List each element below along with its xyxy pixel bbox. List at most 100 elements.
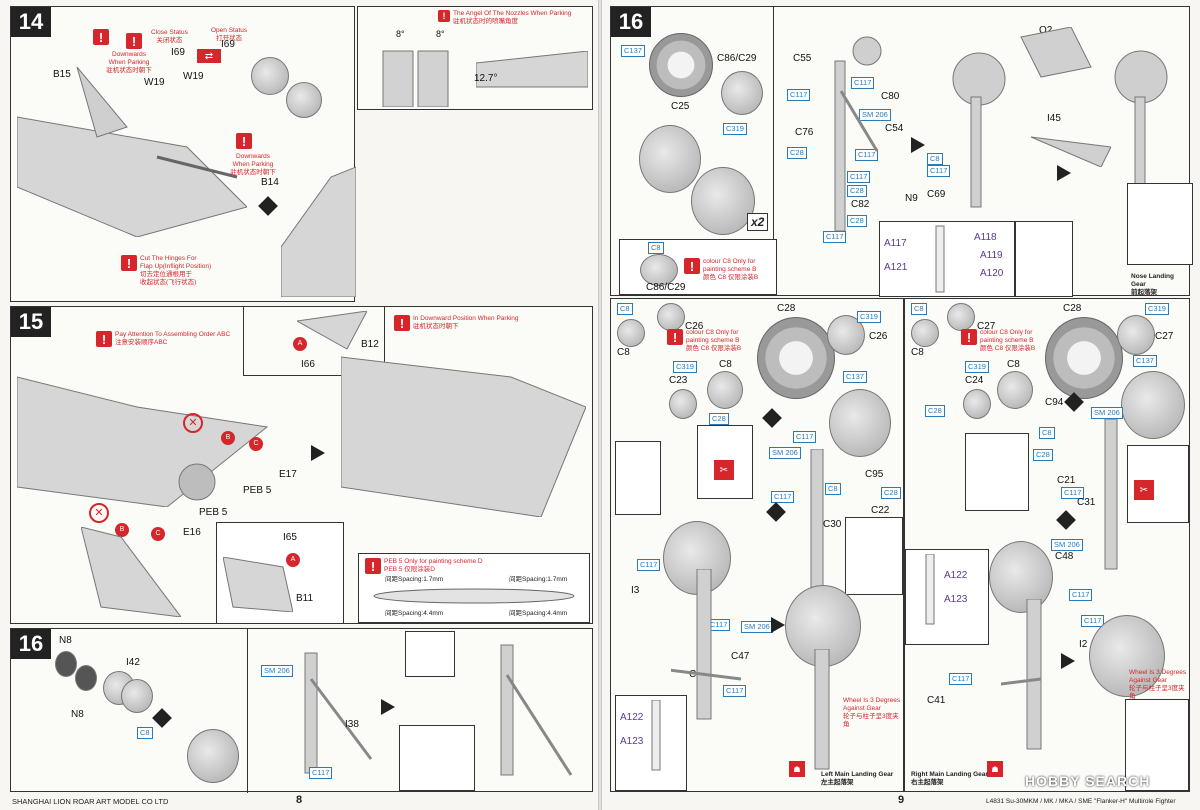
part-c31: C31	[1077, 497, 1096, 508]
wheel-final	[1089, 615, 1165, 697]
ref-c319: C319	[1145, 303, 1169, 315]
step-arrow	[1057, 165, 1071, 181]
assembly-order-warning: ! Pay Attention To Assembling Order ABC …	[96, 331, 230, 347]
part-b11: B11	[296, 593, 314, 604]
ref-c28: C28	[709, 413, 729, 425]
step-arrow	[911, 137, 925, 153]
divider	[247, 629, 248, 793]
ref-c117d: C117	[949, 673, 973, 685]
ref-c319: C319	[723, 123, 747, 135]
ref-c8-mid: C8	[927, 153, 943, 165]
warning-downwards: !	[93, 29, 109, 45]
ref-c117c: C117	[637, 559, 661, 571]
badge-b: B	[115, 523, 129, 537]
step-arrow	[258, 196, 278, 216]
peb5-warning: ! PEB 5 Only for painting scheme D PEB 5…	[365, 558, 483, 574]
gear-side-box	[1125, 699, 1189, 791]
badge-c: C	[151, 527, 165, 541]
wheel-assembled	[639, 125, 701, 193]
ref-c28: C28	[787, 147, 807, 159]
wheel-assembled	[187, 729, 239, 783]
colour-warning: ! colour C8 Only for painting scheme B 颜…	[684, 258, 758, 282]
part-c27: C27	[977, 321, 996, 332]
nozzle-front-view	[382, 50, 449, 107]
warning-icon: !	[667, 329, 683, 345]
nose-gear-caption: Nose Landing Gear 前起落架	[1131, 273, 1174, 296]
hub-small	[947, 303, 975, 331]
downwards-note-2: Downwards When Parking 驻机状态时朝下	[230, 153, 276, 176]
main-strut-parts	[1104, 419, 1118, 570]
fuselage-underside	[373, 588, 575, 604]
left-page: 14 ! Downwards When Parking 驻机状态时朝下 ! Cl…	[0, 0, 598, 810]
ref-sm206: SM 206	[859, 109, 891, 121]
part-c47: C47	[731, 651, 750, 662]
ref-c8: C8	[911, 303, 927, 315]
open-status: Open Status 打开状态	[211, 27, 248, 42]
fin-lower	[81, 527, 181, 617]
colour-warning: ! colour C8 Only for painting scheme B 颜…	[961, 329, 1035, 353]
warning-icon: !	[93, 29, 109, 45]
page-number: 9	[898, 794, 905, 806]
spacing-4: 间距Spacing:4.4mm	[509, 610, 568, 617]
step16-top-panel: 16 C137 C86/C29 C319 C25 x2 C8 ! colour …	[610, 6, 1193, 297]
step-arrow	[762, 408, 782, 428]
part-w19b: W19	[183, 71, 204, 82]
quantity-x2: x2	[747, 213, 769, 231]
divider	[773, 7, 774, 239]
part-b15: B15	[53, 69, 71, 80]
part-a123: A123	[620, 736, 644, 747]
step-number: 15	[11, 307, 51, 337]
ref-sm206b: SM 206	[1051, 539, 1083, 551]
cut-icon: ✂	[1134, 480, 1154, 500]
hub-c86	[721, 71, 763, 115]
part-a117: A117	[884, 238, 907, 249]
hub-main	[1117, 315, 1155, 355]
hobby-search-watermark: HOBBY SEARCH	[1025, 773, 1151, 789]
spacing-2: 间距Spacing:1.7mm	[509, 576, 568, 583]
jet-wing-drawing-assembled	[341, 356, 586, 517]
step14-panel: 14 ! Downwards When Parking 驻机状态时朝下 ! Cl…	[10, 6, 356, 302]
a-parts-box: A122 A123	[905, 549, 989, 645]
left-main-gear-caption: Left Main Landing Gear 左主起落架	[821, 771, 894, 786]
warning-icon: !	[394, 315, 410, 331]
flap-detail-box-top	[243, 307, 385, 376]
part-i69: I69	[171, 47, 185, 58]
warning-icon: !	[96, 331, 112, 347]
nose-gear-assembled	[500, 644, 573, 776]
wheel-assembled	[1121, 371, 1185, 439]
nose-detail-box	[1127, 183, 1193, 265]
spacing-3: 间距Spacing:4.4mm	[385, 610, 444, 617]
part-c95: C95	[865, 469, 884, 480]
hub-mid	[963, 389, 991, 419]
nose-gear-final	[1114, 50, 1168, 247]
ref-c8: C8	[617, 303, 633, 315]
strut-detail-box	[399, 725, 475, 791]
jet-tail-drawing	[281, 166, 356, 297]
part-n8: N8	[59, 635, 72, 646]
part-c86-c29: C86/C29	[717, 53, 757, 64]
part-e17: E17	[279, 469, 297, 480]
nozzle-angle-box: ! The Angel Of The Nozzles When Parking …	[357, 6, 593, 110]
part-c76: C76	[795, 127, 814, 138]
ref-c319: C319	[857, 311, 881, 323]
left-main-gear-panel: C8 C8 C26 ! colour C8 Only for painting …	[610, 298, 904, 792]
part-a123: A123	[944, 594, 968, 605]
part-w19: W19	[144, 77, 165, 88]
ref-c28b: C28	[881, 487, 901, 499]
wheel-angle-note: Wheel Is 3 Degrees Against Gear 轮子与柱子呈3度…	[1129, 669, 1187, 700]
ref-sm206: SM 206	[261, 665, 293, 677]
part-c8b: C8	[1007, 359, 1020, 370]
step-arrow	[152, 708, 172, 728]
ref-c117: C117	[1061, 487, 1085, 499]
step-arrow	[1061, 653, 1075, 669]
cut-icon: ✂	[714, 460, 734, 480]
warning-icon: !	[438, 10, 450, 22]
door-part	[1020, 27, 1111, 167]
badge-a: A	[286, 553, 300, 567]
jet-wing-drawing	[17, 376, 269, 507]
spacing-1: 间距Spacing:1.7mm	[385, 576, 444, 583]
ref-c137: C137	[621, 45, 645, 57]
step-arrow	[1056, 510, 1076, 530]
ref-c117e: C117	[723, 685, 747, 697]
part-c27b: C27	[1155, 331, 1174, 342]
